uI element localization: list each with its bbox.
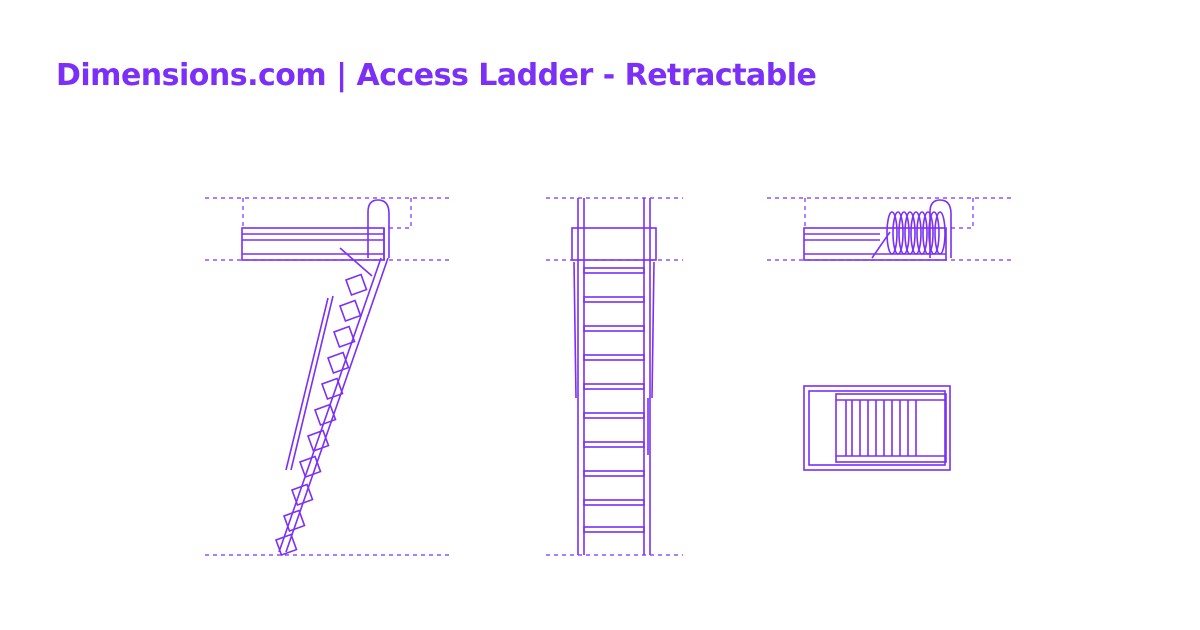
page-title: Dimensions.com | Access Ladder - Retract… — [56, 58, 817, 93]
plan-view — [803, 385, 951, 471]
ladder-treads — [274, 273, 368, 557]
side-elevation-extended — [205, 197, 450, 557]
dimension-lines — [546, 197, 683, 556]
plan-treads — [845, 400, 917, 456]
side-elevation-retracted — [767, 197, 1012, 261]
folded-treads — [886, 211, 946, 255]
ladder-rungs — [583, 267, 645, 533]
front-elevation-extended — [546, 197, 683, 556]
